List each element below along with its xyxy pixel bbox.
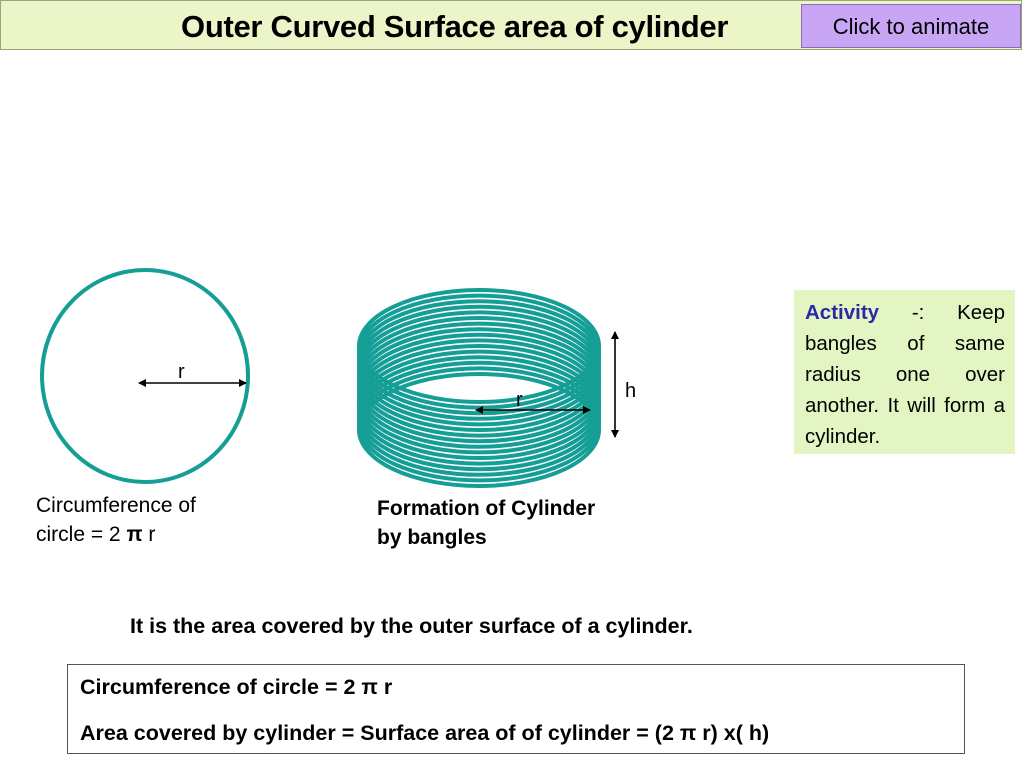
activity-text: -: Keep bangles of same radius one over … (805, 301, 1005, 448)
formula-box: Circumference of circle = 2 π r Area cov… (67, 664, 965, 754)
cylinder-radius-label: r (516, 389, 523, 411)
cylinder-caption-line2: by bangles (377, 526, 487, 549)
animate-button[interactable]: Click to animate (801, 4, 1021, 48)
circle-caption-line1: Circumference of (36, 494, 196, 517)
formula-surface-area: Area covered by cylinder = Surface area … (80, 721, 770, 745)
bangle-stack (357, 288, 601, 488)
cylinder-caption: Formation of Cylinder by bangles (377, 494, 667, 552)
activity-label: Activity (805, 301, 880, 324)
circle-caption-suffix: r (142, 523, 156, 546)
circle-caption-prefix: circle = 2 (36, 523, 127, 546)
height-label: h (625, 380, 636, 402)
circle-caption: Circumference of circle = 2 π r (36, 491, 256, 549)
circle-diagram: r (40, 268, 250, 484)
circle-shape (40, 268, 250, 484)
cylinder-diagram: r h (357, 288, 636, 488)
formula-circumference: Circumference of circle = 2 π r (80, 675, 393, 699)
definition-statement: It is the area covered by the outer surf… (130, 614, 693, 638)
circle-caption-line2: circle = 2 π r (36, 520, 256, 549)
bangle-ring (357, 372, 601, 488)
activity-box: Activity -: Keep bangles of same radius … (794, 290, 1015, 454)
page-title: Outer Curved Surface area of cylinder (181, 9, 729, 44)
pi-symbol: π (126, 523, 143, 546)
circle-radius-label: r (178, 361, 185, 383)
cylinder-caption-line1: Formation of Cylinder (377, 497, 596, 520)
